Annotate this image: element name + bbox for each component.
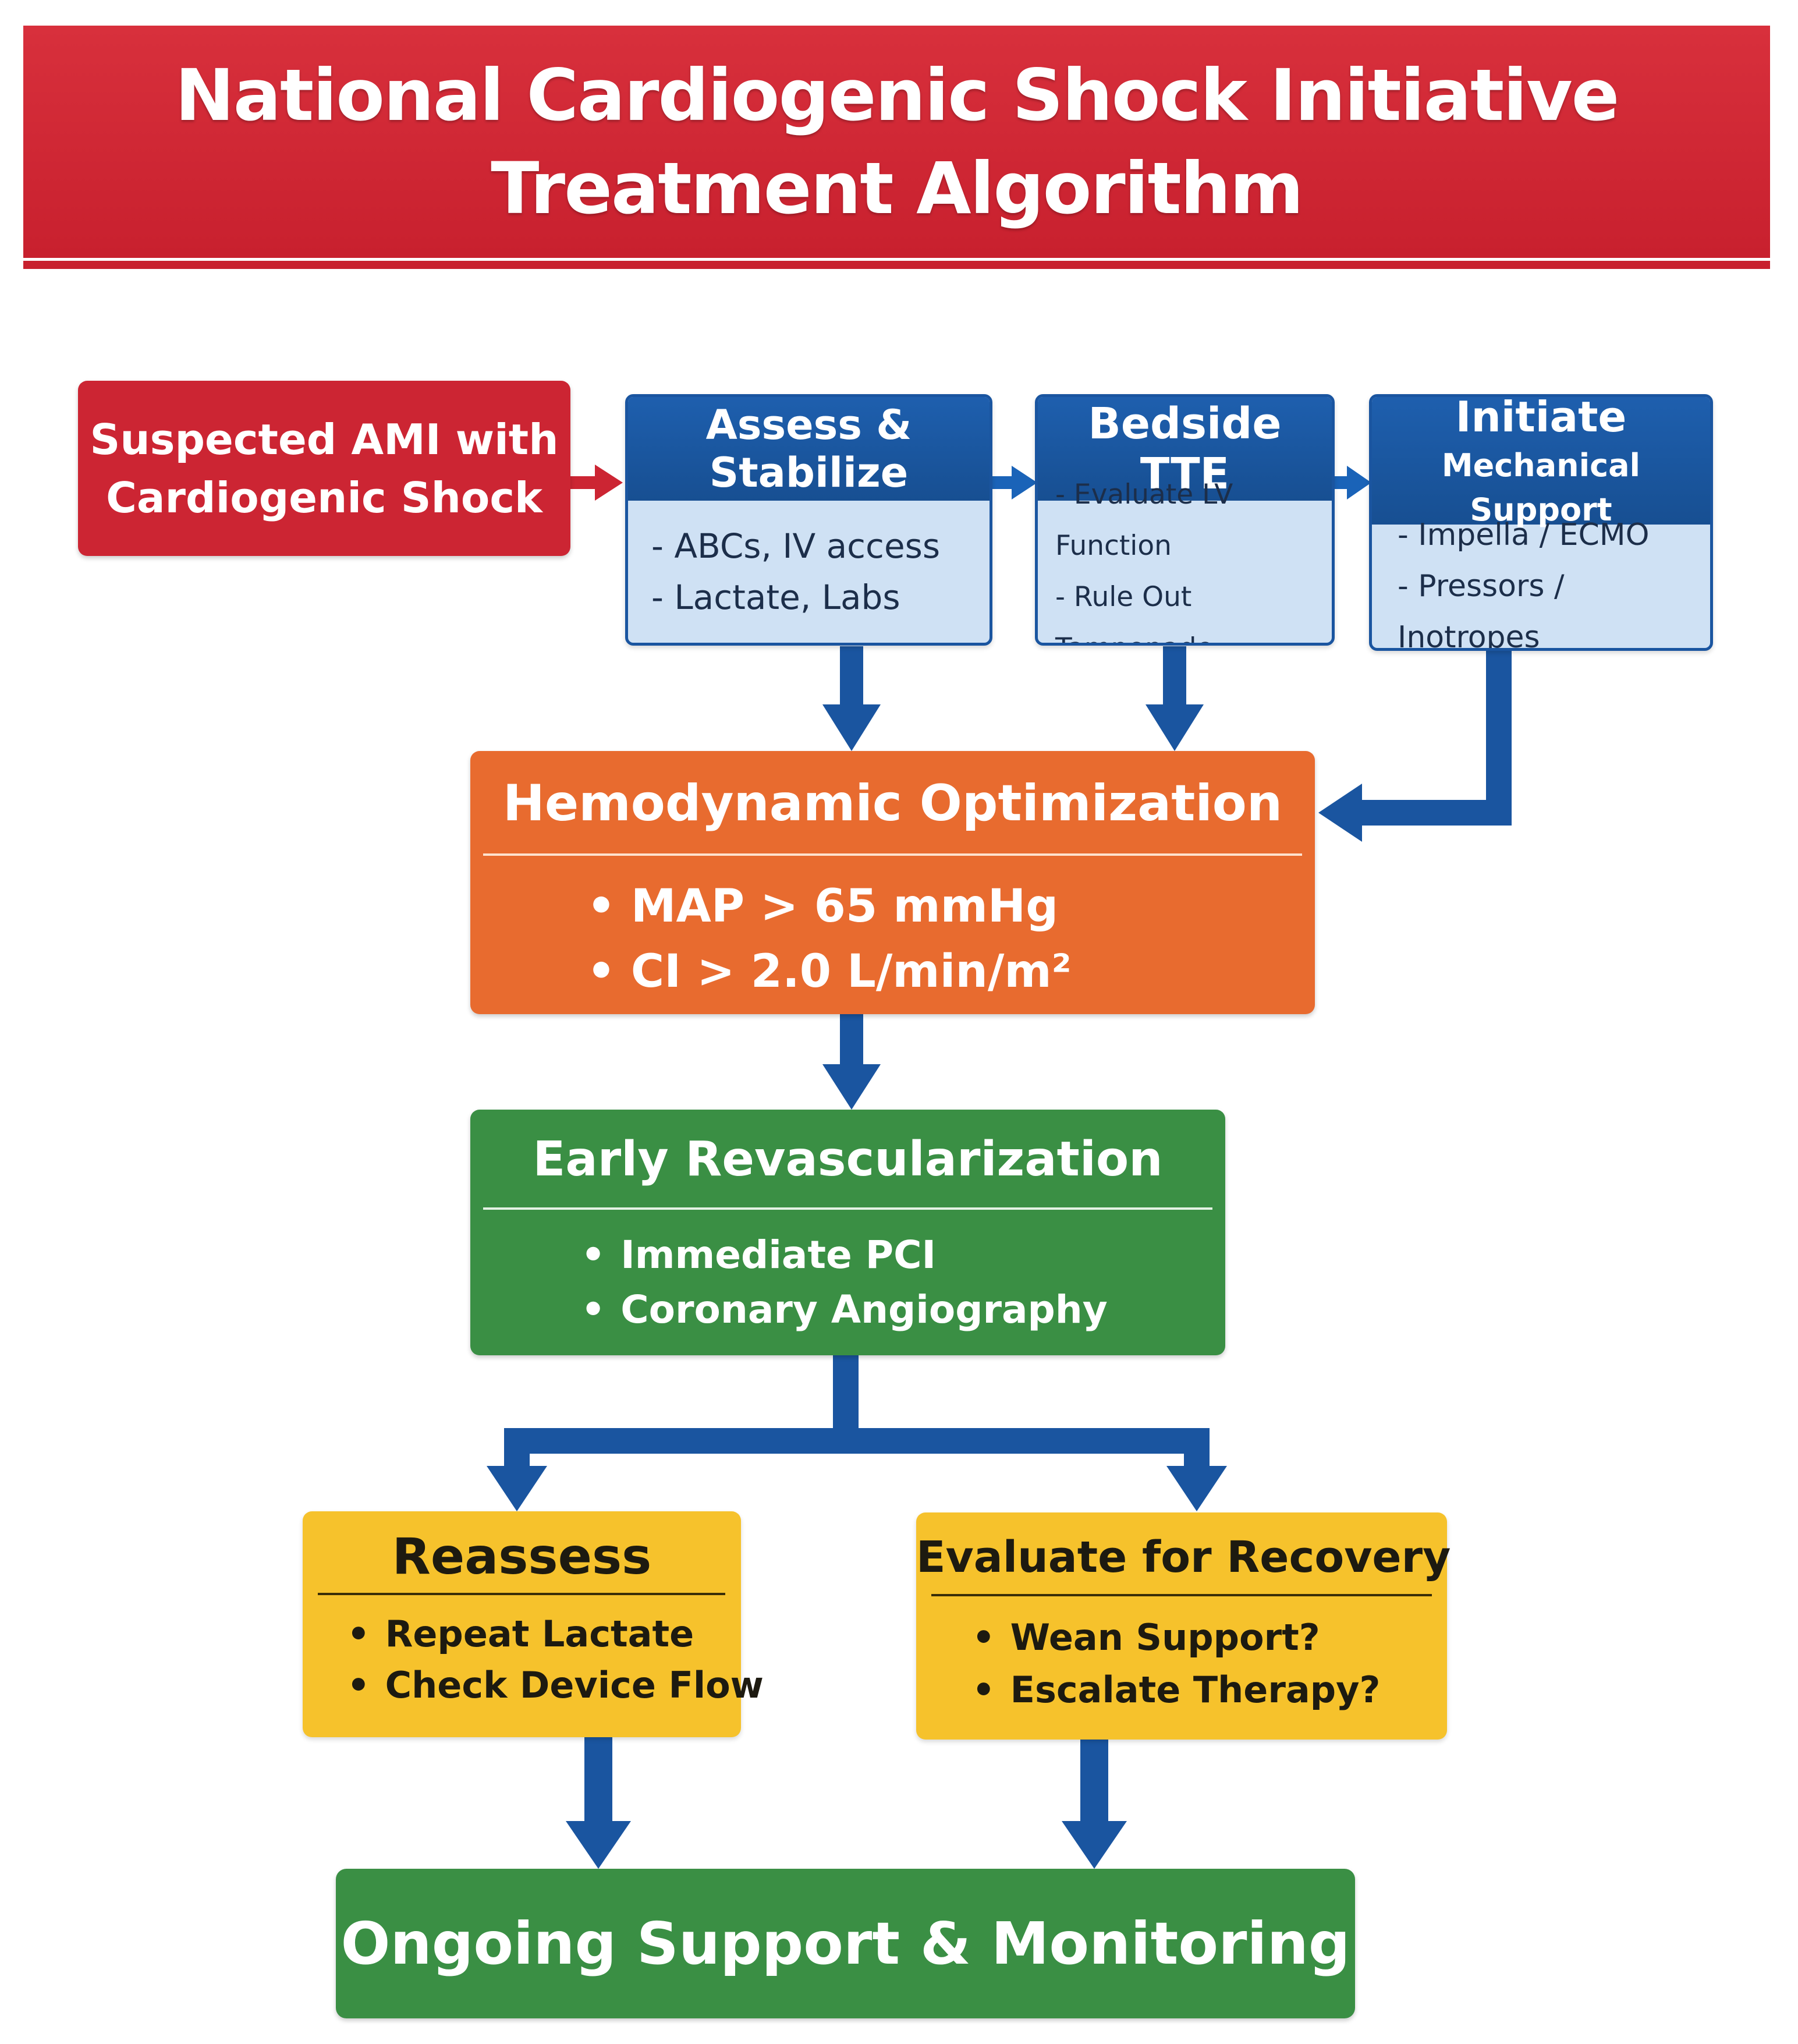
hemo-title: Hemodynamic Optimization [502, 774, 1283, 833]
bullet: • [581, 1287, 606, 1332]
arrow-mcs-to-hemo [1318, 649, 1512, 842]
arrow-revasc-split [487, 1355, 1227, 1511]
title-banner: National Cardiogenic Shock Initiative Tr… [23, 26, 1770, 258]
revasc-title: Early Revascularization [533, 1132, 1163, 1187]
hemo-item-1: •MAP > 65 mmHg [587, 880, 1059, 933]
assess-body: - ABCs, IV access - Lactate, Labs [628, 501, 990, 643]
assess-title: Assess & Stabilize [705, 401, 912, 497]
assess-header: Assess & Stabilize [628, 397, 990, 501]
mcs-body: - Impella / ECMO - Pressors / Inotropes [1372, 518, 1710, 651]
start-box: Suspected AMI with Cardiogenic Shock [78, 381, 570, 556]
recovery-item-2: •Escalate Therapy? [972, 1669, 1381, 1711]
start-line-2: Cardiogenic Shock [106, 473, 542, 522]
revasc-box: Early Revascularization •Immediate PCI •… [470, 1110, 1225, 1355]
hemo-box: Hemodynamic Optimization •MAP > 65 mmHg … [470, 751, 1315, 1014]
assess-item: - ABCs, IV access [651, 526, 941, 566]
mcs-item: - Impella / ECMO [1398, 518, 1650, 552]
revasc-item-1: •Immediate PCI [581, 1232, 937, 1277]
mcs-header: Initiate Mechanical Support [1372, 394, 1710, 528]
tte-body: - Evaluate LV Function - Rule Out Tampon… [1038, 479, 1332, 643]
mcs-item: - Pressors / Inotropes [1398, 569, 1565, 651]
title-line-2: Treatment Algorithm [491, 147, 1304, 230]
bullet: • [972, 1616, 995, 1659]
recovery-divider [931, 1594, 1432, 1596]
reassess-item-2: •Check Device Flow [347, 1664, 764, 1706]
final-title: Ongoing Support & Monitoring [341, 1910, 1350, 1978]
arrow-assess-to-hemo [822, 646, 881, 751]
mcs-title-line-2: Mechanical Support [1441, 447, 1641, 528]
final-box: Ongoing Support & Monitoring [336, 1869, 1355, 2018]
arrow-recovery-to-final [1062, 1740, 1127, 1869]
bullet: • [581, 1232, 606, 1277]
tte-item: - Rule Out Tamponade [1055, 581, 1213, 643]
arrow-hemo-to-revasc [822, 1014, 881, 1110]
reassess-box: Reassess •Repeat Lactate •Check Device F… [303, 1511, 764, 1737]
arrow-tte-to-mcs [1333, 466, 1371, 500]
revasc-item-2: •Coronary Angiography [581, 1287, 1108, 1332]
mcs-title-line-1: Initiate [1455, 394, 1627, 441]
assess-item: - Lactate, Labs [651, 578, 900, 617]
hemo-divider [483, 853, 1302, 856]
arrow-tte-to-hemo [1146, 646, 1204, 751]
reassess-divider [318, 1593, 725, 1595]
tte-header: Bedside TTE [1038, 397, 1332, 501]
arrow-assess-to-tte [991, 466, 1037, 500]
revasc-divider [483, 1207, 1212, 1210]
tte-title: Bedside TTE [1088, 399, 1282, 499]
hemo-item-2: •CI > 2.0 L/min/m² [587, 945, 1072, 998]
tte-item: - Evaluate LV Function [1055, 479, 1233, 562]
recovery-item-1: •Wean Support? [972, 1616, 1320, 1659]
reassess-item-1: •Repeat Lactate [347, 1613, 694, 1655]
reassess-title: Reassess [392, 1528, 652, 1586]
bullet: • [347, 1664, 370, 1706]
start-line-1: Suspected AMI with [90, 415, 559, 464]
title-underline [23, 261, 1770, 269]
mcs-box: Initiate Mechanical Support - Impella / … [1369, 394, 1713, 651]
assess-box: Assess & Stabilize - ABCs, IV access - L… [625, 394, 992, 646]
arrow-reassess-to-final [566, 1737, 631, 1869]
recovery-title: Evaluate for Recovery [916, 1532, 1451, 1582]
bullet: • [972, 1669, 995, 1711]
title-line-1: National Cardiogenic Shock Initiative [175, 54, 1620, 137]
recovery-box: Evaluate for Recovery •Wean Support? •Es… [916, 1512, 1451, 1740]
bullet: • [587, 880, 616, 933]
bullet: • [587, 945, 616, 998]
arrow-start-to-assess [570, 465, 623, 501]
tte-box: Bedside TTE - Evaluate LV Function - Rul… [1035, 394, 1335, 646]
bullet: • [347, 1613, 370, 1655]
